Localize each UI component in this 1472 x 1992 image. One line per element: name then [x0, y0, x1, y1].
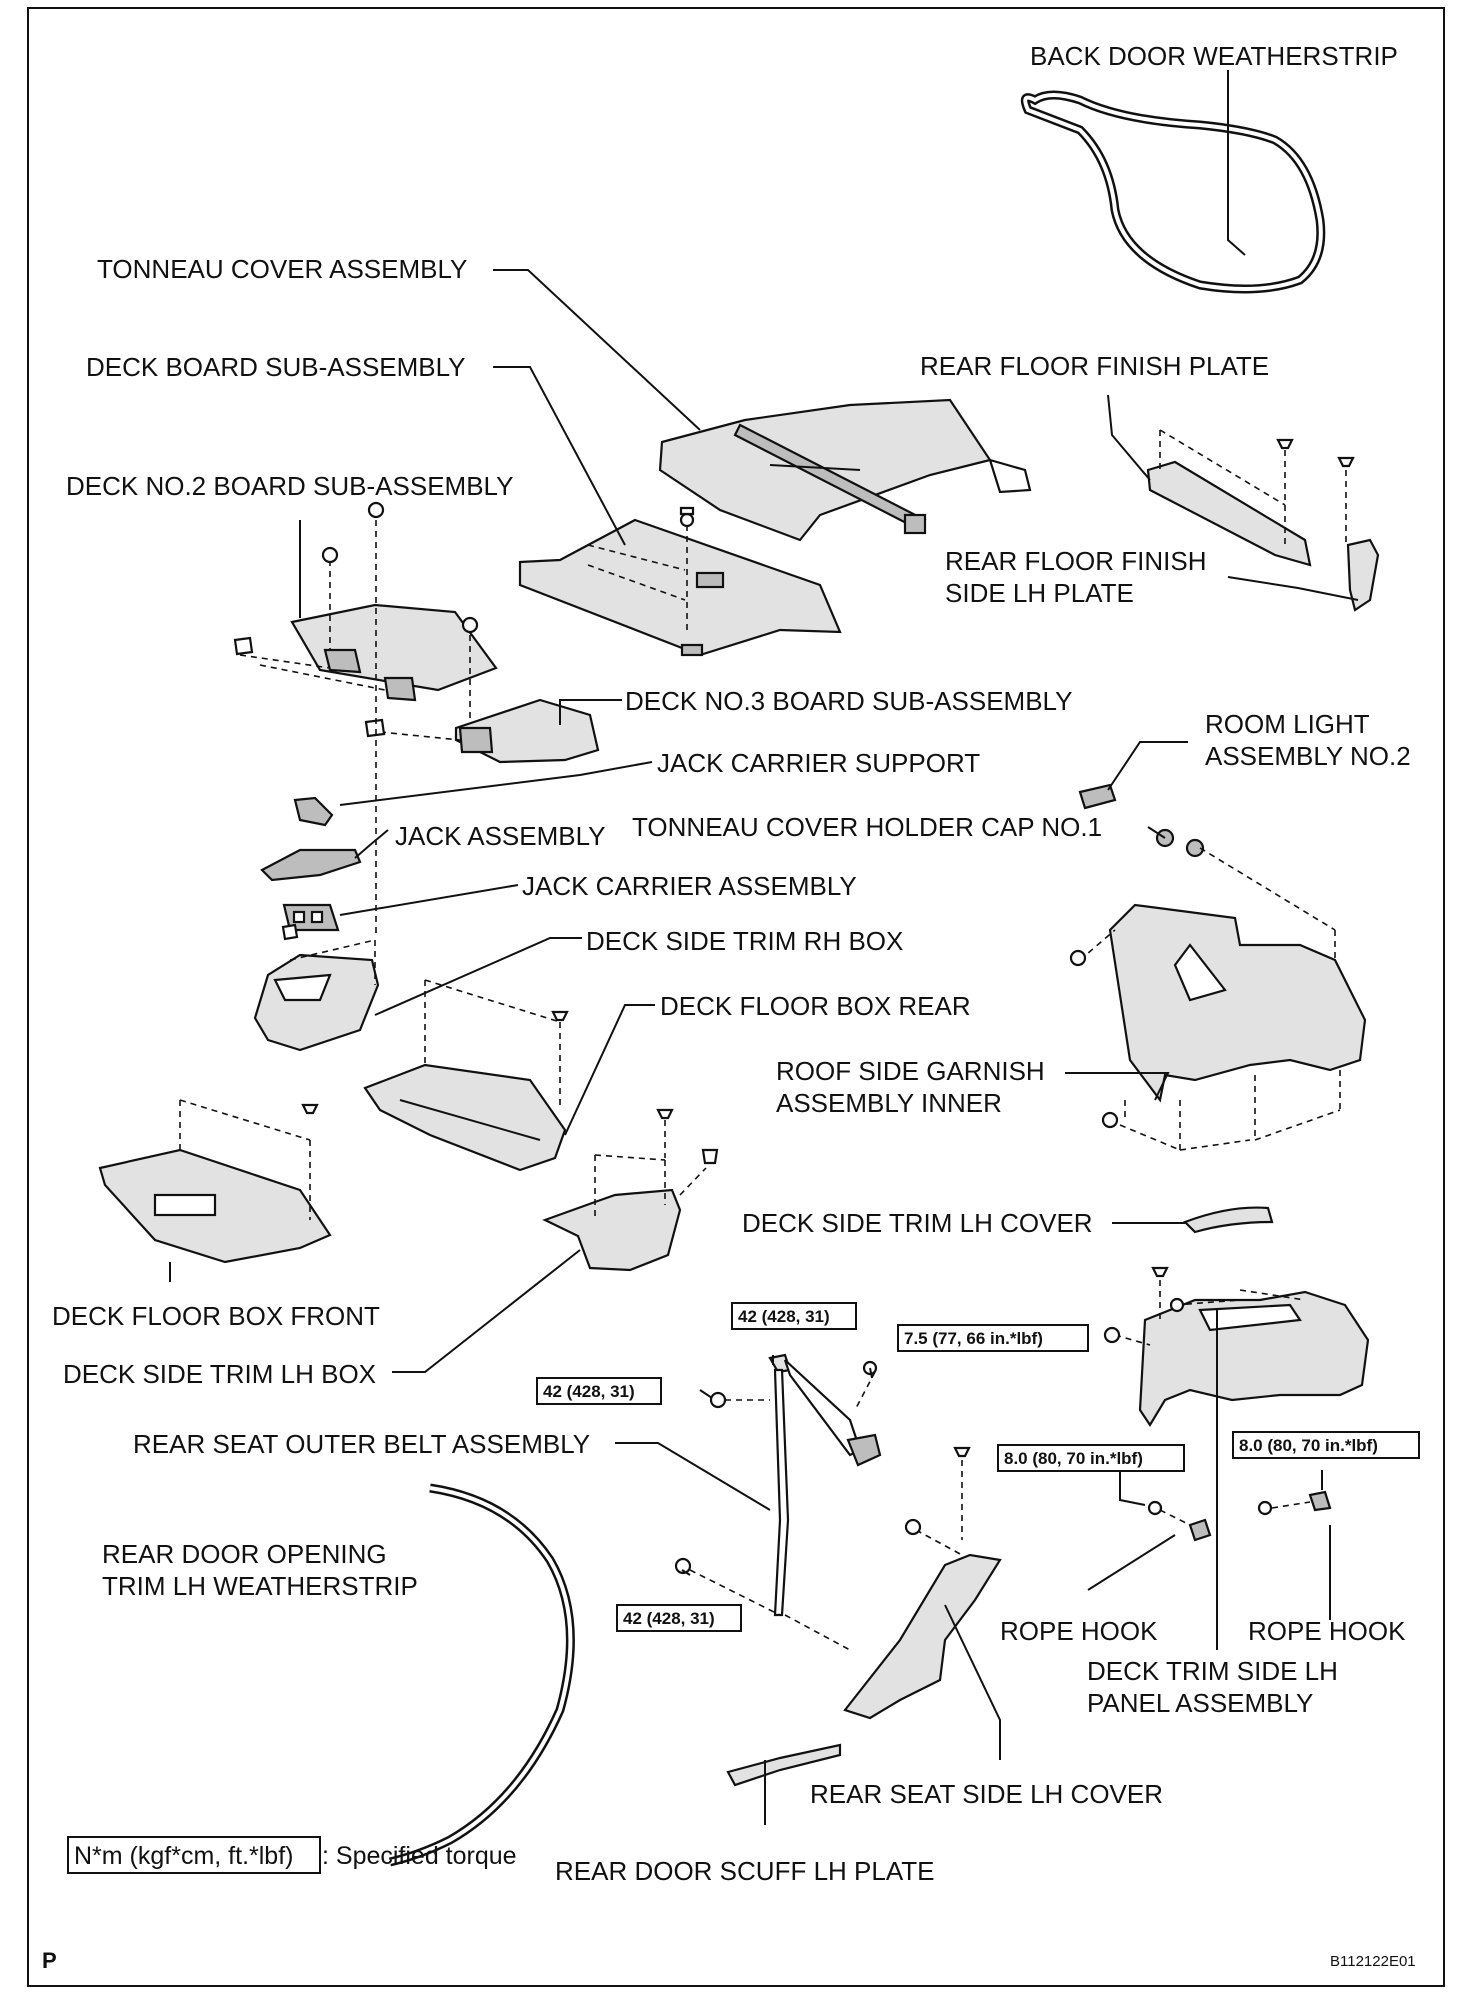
label-rope-hook-1: ROPE HOOK — [1000, 1616, 1158, 1646]
back-door-weatherstrip-part — [1020, 90, 1326, 294]
label-tonneau-cover-holder-cap-no1: TONNEAU COVER HOLDER CAP NO.1 — [632, 812, 1102, 842]
label-deck-trim-side-lh-panel-line1: DECK TRIM SIDE LH — [1087, 1656, 1338, 1686]
rear-door-scuff-lh-plate-part — [726, 1743, 842, 1787]
torque-value-3: 42 (428, 31) — [623, 1609, 715, 1628]
roof-side-garnish-part — [1069, 903, 1367, 1151]
label-rear-seat-side-lh-cover: REAR SEAT SIDE LH COVER — [810, 1779, 1163, 1809]
tonneau-cover-part — [658, 398, 1032, 542]
label-deck-no3-board-sub-assembly: DECK NO.3 BOARD SUB-ASSEMBLY — [625, 686, 1072, 716]
label-jack-carrier-assembly: JACK CARRIER ASSEMBLY — [522, 871, 857, 901]
deck-floor-box-front-part — [98, 1099, 332, 1264]
label-rear-floor-finish-plate: REAR FLOOR FINISH PLATE — [920, 351, 1269, 381]
page-mark: P — [42, 1948, 57, 1973]
deck-side-trim-rh-box-part — [253, 501, 385, 1052]
deck-board-part — [518, 506, 842, 657]
rope-hook-2-part — [1257, 1490, 1332, 1516]
torque-value-5: 8.0 (80, 70 in.*lbf) — [1004, 1449, 1143, 1468]
diagram-frame — [27, 7, 1445, 1987]
label-rear-door-opening-trim-line1: REAR DOOR OPENING — [102, 1539, 387, 1569]
deck-no2-board-part — [233, 546, 498, 720]
label-deck-side-trim-rh-box: DECK SIDE TRIM RH BOX — [586, 926, 903, 956]
jack-carrier-assembly-part — [282, 903, 340, 932]
label-deck-trim-side-lh-panel-line2: PANEL ASSEMBLY — [1087, 1688, 1313, 1718]
torque-box-3: 42 (428, 31) — [616, 1604, 742, 1632]
rear-door-opening-weatherstrip-part — [388, 1483, 575, 1867]
rear-seat-outer-belt-part — [674, 1353, 882, 1617]
label-jack-carrier-support: JACK CARRIER SUPPORT — [657, 748, 980, 778]
jack-carrier-support-part — [293, 796, 334, 827]
label-rear-door-opening-trim-line2: TRIM LH WEATHERSTRIP — [102, 1571, 418, 1601]
legend-box-text: N*m (kgf*cm, ft.*lbf) — [74, 1842, 293, 1870]
label-room-light-assembly-no2-line2: ASSEMBLY NO.2 — [1205, 741, 1411, 771]
label-deck-board-sub-assembly: DECK BOARD SUB-ASSEMBLY — [86, 352, 466, 382]
torque-box-1: 42 (428, 31) — [731, 1302, 857, 1330]
deck-side-trim-lh-box-part — [542, 1108, 719, 1272]
label-back-door-weatherstrip: BACK DOOR WEATHERSTRIP — [1030, 41, 1398, 71]
torque-legend: N*m (kgf*cm, ft.*lbf) : Specified torque — [67, 1836, 517, 1874]
label-deck-floor-box-rear: DECK FLOOR BOX REAR — [660, 991, 971, 1021]
torque-value-6: 8.0 (80, 70 in.*lbf) — [1239, 1436, 1378, 1455]
deck-side-trim-lh-cover-part — [1183, 1206, 1274, 1234]
torque-value-4: 7.5 (77, 66 in.*lbf) — [904, 1329, 1043, 1348]
label-rear-door-scuff-lh-plate: REAR DOOR SCUFF LH PLATE — [555, 1856, 934, 1886]
label-deck-side-trim-lh-cover: DECK SIDE TRIM LH COVER — [742, 1208, 1093, 1238]
rear-seat-side-lh-cover-part — [784, 1446, 1002, 1720]
room-light-part — [1078, 783, 1117, 810]
torque-value-1: 42 (428, 31) — [738, 1307, 830, 1326]
rear-floor-finish-side-lh-plate-part — [1337, 456, 1380, 612]
label-rear-floor-finish-side-lh-plate-line2: SIDE LH PLATE — [945, 578, 1134, 608]
tonneau-cover-holder-cap-part — [1155, 828, 1336, 960]
label-rear-seat-outer-belt-assembly: REAR SEAT OUTER BELT ASSEMBLY — [133, 1429, 590, 1459]
torque-box-2: 42 (428, 31) — [536, 1377, 662, 1405]
deck-floor-box-rear-part — [363, 979, 569, 1172]
label-jack-assembly: JACK ASSEMBLY — [395, 821, 606, 851]
deck-no3-board-part — [364, 698, 600, 764]
label-tonneau-cover-assembly: TONNEAU COVER ASSEMBLY — [97, 254, 467, 284]
jack-assembly-part — [260, 848, 362, 882]
label-deck-floor-box-front: DECK FLOOR BOX FRONT — [52, 1301, 380, 1331]
legend-description: : Specified torque — [322, 1842, 517, 1870]
torque-box-6: 8.0 (80, 70 in.*lbf) — [1232, 1431, 1420, 1459]
label-deck-side-trim-lh-box: DECK SIDE TRIM LH BOX — [63, 1359, 376, 1389]
label-deck-no2-board-sub-assembly: DECK NO.2 BOARD SUB-ASSEMBLY — [66, 471, 513, 501]
label-roof-side-garnish-line2: ASSEMBLY INNER — [776, 1088, 1002, 1118]
label-rear-floor-finish-side-lh-plate-line1: REAR FLOOR FINISH — [945, 546, 1206, 576]
figure-id: B112122E01 — [1330, 1953, 1416, 1970]
deck-trim-side-lh-panel-part — [1103, 1266, 1370, 1428]
leader-lines — [169, 70, 1359, 1825]
rear-floor-finish-plate-part — [1146, 429, 1312, 567]
torque-value-2: 42 (428, 31) — [543, 1382, 635, 1401]
torque-box-4: 7.5 (77, 66 in.*lbf) — [897, 1324, 1089, 1352]
label-room-light-assembly-no2-line1: ROOM LIGHT — [1205, 709, 1370, 739]
label-roof-side-garnish-line1: ROOF SIDE GARNISH — [776, 1056, 1045, 1086]
torque-box-5: 8.0 (80, 70 in.*lbf) — [997, 1444, 1185, 1472]
label-rope-hook-2: ROPE HOOK — [1248, 1616, 1406, 1646]
rope-hook-1-part — [1147, 1500, 1212, 1542]
